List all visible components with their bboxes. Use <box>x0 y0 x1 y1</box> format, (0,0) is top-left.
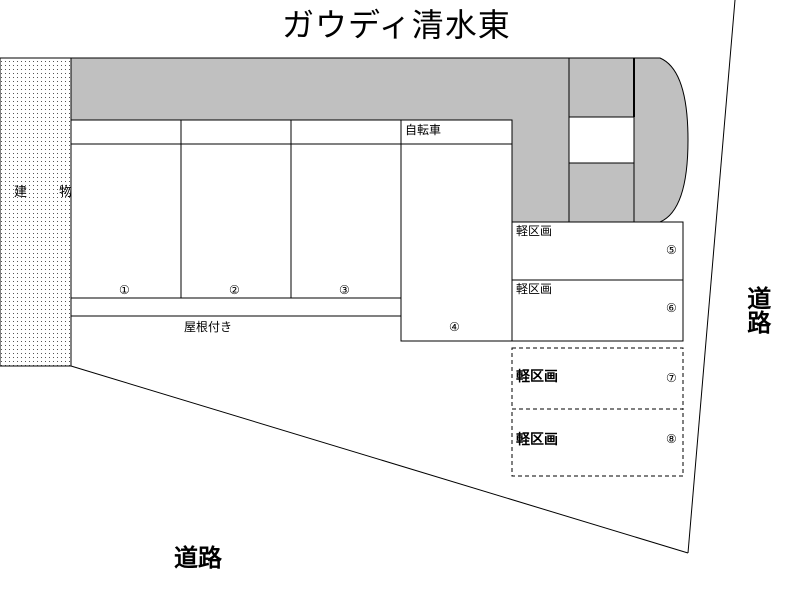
parking-space-5 <box>511 221 684 281</box>
road-label-right: 道路 <box>742 286 771 334</box>
road-label-bottom: 道路 <box>174 544 222 572</box>
space-marker-7: ⑦ <box>666 371 677 385</box>
boundary-bottom <box>70 365 689 554</box>
space-type-8: 軽区画 <box>516 432 558 448</box>
parking-space-6 <box>511 279 684 342</box>
roof-label: 屋根付き <box>184 320 233 334</box>
page-title: ガウディ清水東 <box>282 6 511 44</box>
space-marker-6: ⑥ <box>666 301 677 315</box>
building-label: 建 物 <box>14 185 87 200</box>
building-block <box>0 57 72 367</box>
space-marker-5: ⑤ <box>666 243 677 257</box>
space-marker-4: ④ <box>449 320 460 334</box>
space-marker-8: ⑧ <box>666 432 677 446</box>
boundary-right <box>687 0 736 554</box>
space-type-6: 軽区画 <box>516 282 553 296</box>
space-marker-2: ② <box>229 283 240 297</box>
parking-space-8 <box>511 408 684 477</box>
space-marker-3: ③ <box>339 283 350 297</box>
parking-space-4 <box>400 143 513 342</box>
space-marker-1: ① <box>119 283 130 297</box>
bicycle-label: 自転車 <box>405 123 442 137</box>
turnaround-area <box>633 57 689 223</box>
space-type-5: 軽区画 <box>516 224 553 238</box>
space-type-7: 軽区画 <box>516 369 558 385</box>
open-area <box>568 116 635 164</box>
